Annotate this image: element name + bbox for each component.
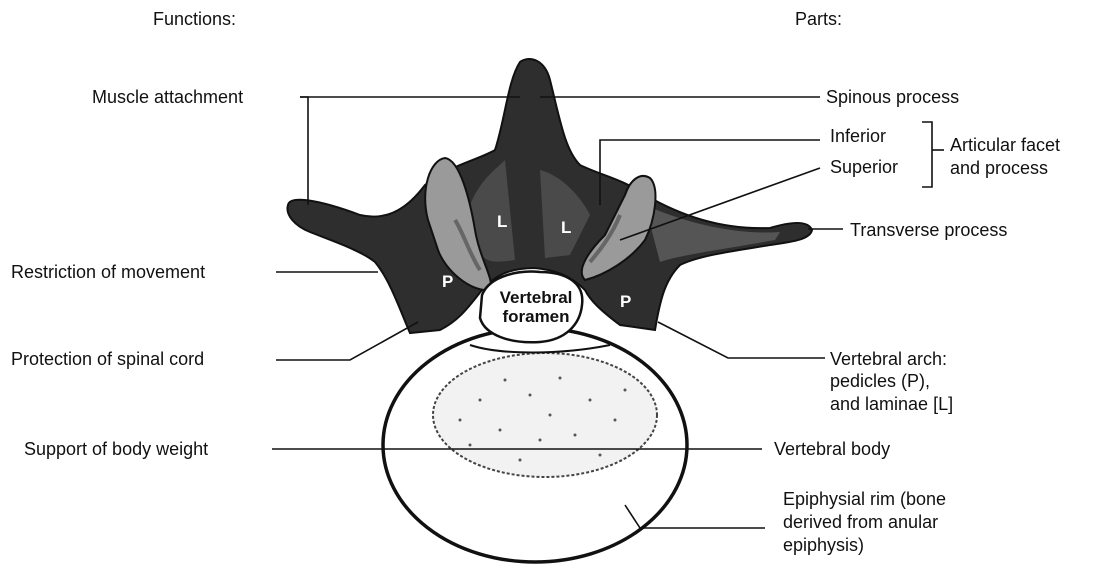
label-restriction-of-movement: Restriction of movement <box>11 262 205 283</box>
leader-arch <box>658 322 825 358</box>
label-vertebral-body: Vertebral body <box>774 439 890 460</box>
label-protection-of-spinal-cord: Protection of spinal cord <box>11 349 204 370</box>
label-derived-from: derived from anular <box>783 512 938 533</box>
foramen-label-line1: Vertebral <box>492 288 580 307</box>
lamina-marker-right: L <box>561 218 571 238</box>
label-and-process: and process <box>950 158 1048 179</box>
leader-protection <box>276 322 418 360</box>
label-inferior: Inferior <box>830 126 886 147</box>
functions-header: Functions: <box>153 9 236 30</box>
leader-muscle <box>300 97 308 205</box>
label-vertebral-arch: Vertebral arch: <box>830 349 947 370</box>
label-transverse-process: Transverse process <box>850 220 1007 241</box>
pedicle-marker-left: P <box>442 272 453 292</box>
label-articular-facet: Articular facet <box>950 135 1060 156</box>
label-epiphysis: epiphysis) <box>783 535 864 556</box>
pedicle-marker-right: P <box>620 292 631 312</box>
label-spinous-process: Spinous process <box>826 87 959 108</box>
articular-bracket <box>922 122 932 187</box>
label-superior: Superior <box>830 157 898 178</box>
label-support-of-body-weight: Support of body weight <box>24 439 208 460</box>
cancellous-bone-texture <box>433 353 657 477</box>
foramen-label-line2: foramen <box>492 307 580 326</box>
label-epiphysial-rim: Epiphysial rim (bone <box>783 489 946 510</box>
label-laminae: and laminae [L] <box>830 394 953 415</box>
label-muscle-attachment: Muscle attachment <box>92 87 243 108</box>
parts-header: Parts: <box>795 9 842 30</box>
label-pedicles: pedicles (P), <box>830 371 930 392</box>
lamina-marker-left: L <box>497 212 507 232</box>
